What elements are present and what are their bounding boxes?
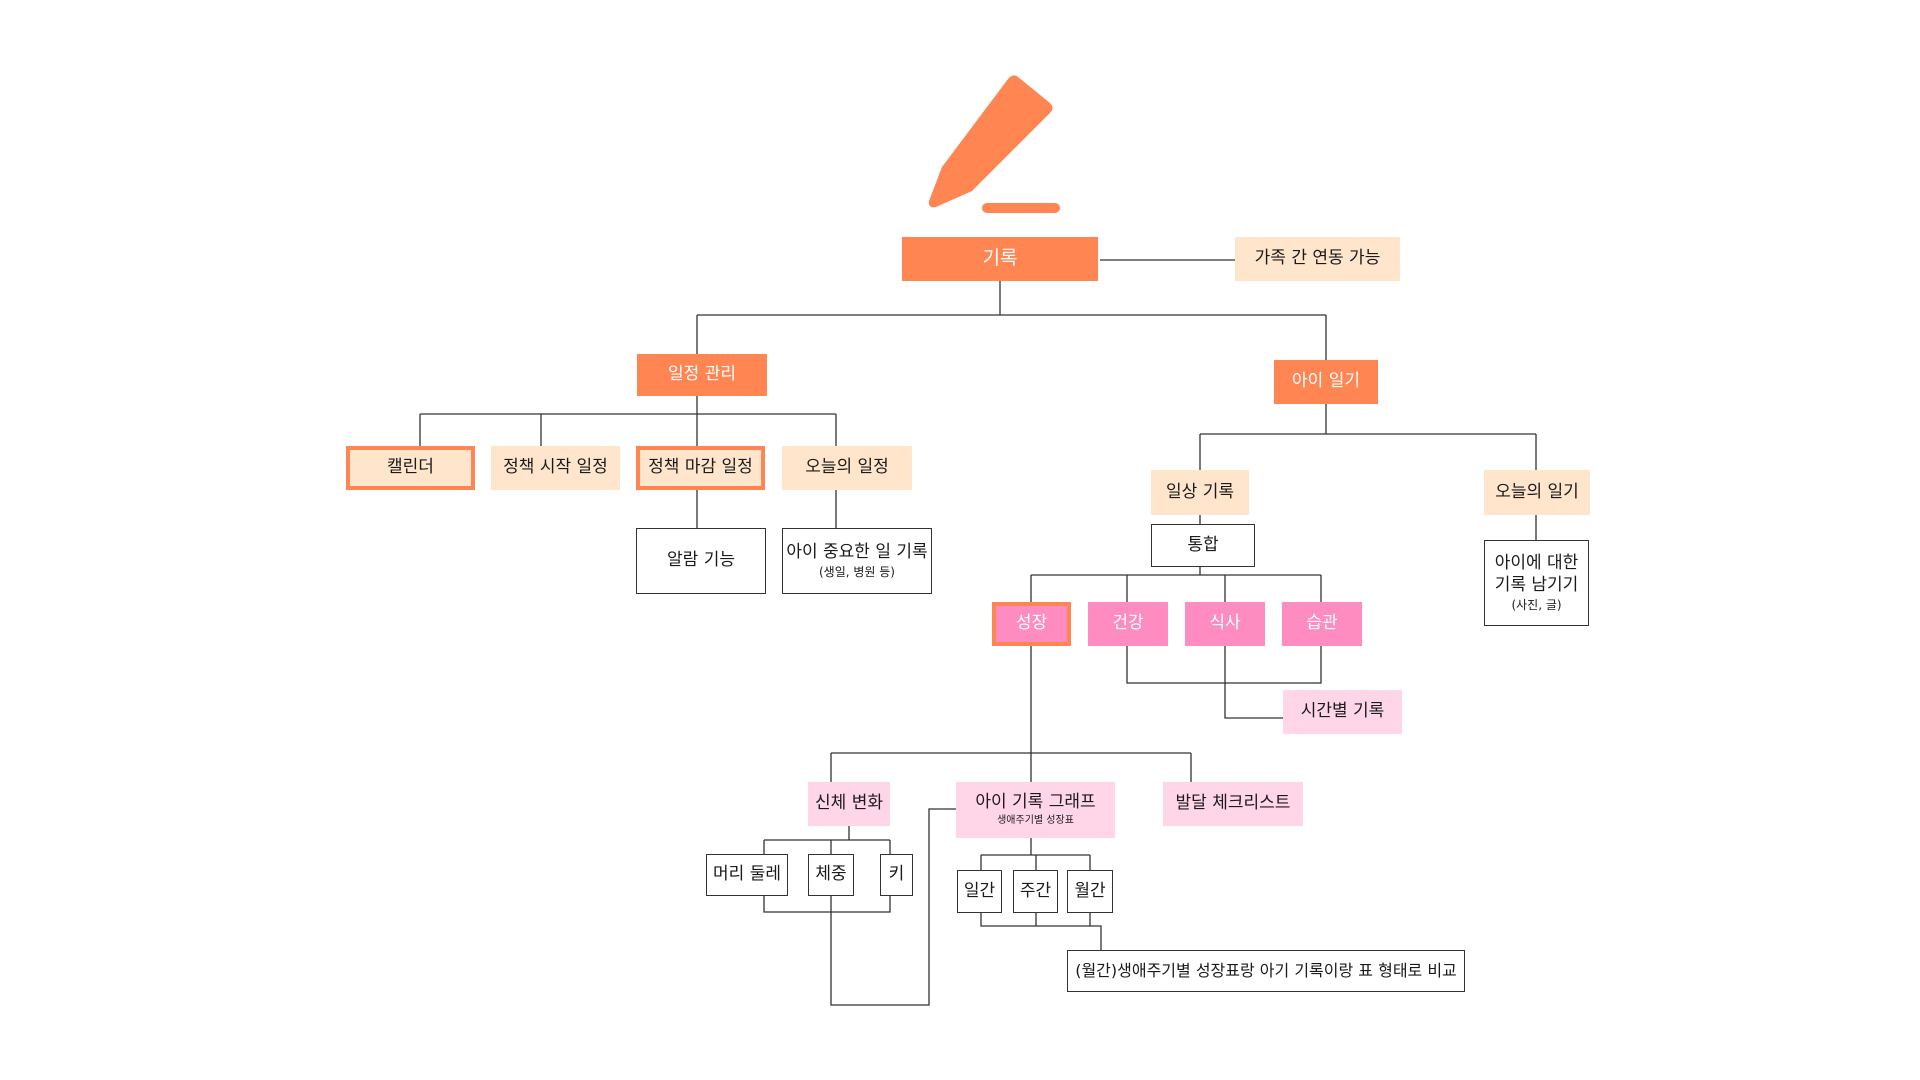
graph-subtitle: 생애주기별 성장표 xyxy=(997,815,1074,827)
root-label: 기록 xyxy=(982,247,1018,270)
head-circumference-label: 머리 둘레 xyxy=(713,864,781,885)
time-record-node[interactable]: 시간별 기록 xyxy=(1283,690,1402,734)
today-schedule-node[interactable]: 오늘의 일정 xyxy=(782,446,912,490)
health-label: 건강 xyxy=(1112,613,1144,634)
daily-node[interactable]: 일간 xyxy=(957,870,1002,913)
health-node[interactable]: 건강 xyxy=(1088,602,1168,646)
about-child-sub: (사진, 글) xyxy=(1511,597,1562,612)
height-label: 키 xyxy=(888,864,905,885)
meal-node[interactable]: 식사 xyxy=(1185,602,1265,646)
important-record-sub: (생일, 병원 등) xyxy=(818,565,895,580)
body-change-label: 신체 변화 xyxy=(815,793,883,814)
diary-label: 아이 일기 xyxy=(1292,371,1360,392)
checklist-label: 발달 체크리스트 xyxy=(1175,793,1291,814)
meal-label: 식사 xyxy=(1209,613,1241,634)
calendar-label: 캘린더 xyxy=(387,457,434,478)
graph-node[interactable]: 아이 기록 그래프 생애주기별 성장표 xyxy=(956,782,1115,838)
graph-title: 아이 기록 그래프 xyxy=(975,792,1096,813)
schedule-node[interactable]: 일정 관리 xyxy=(637,354,767,396)
habit-label: 습관 xyxy=(1306,613,1338,634)
important-record-label: 아이 중요한 일 기록 xyxy=(786,541,928,562)
daily-label: 일간 xyxy=(963,880,996,901)
habit-node[interactable]: 습관 xyxy=(1282,602,1362,646)
weekly-node[interactable]: 주간 xyxy=(1013,870,1058,913)
daily-record-label: 일상 기록 xyxy=(1166,481,1234,502)
policy-deadline-label: 정책 마감 일정 xyxy=(648,457,753,478)
height-node[interactable]: 키 xyxy=(880,854,913,896)
checklist-node[interactable]: 발달 체크리스트 xyxy=(1163,782,1303,826)
body-change-node[interactable]: 신체 변화 xyxy=(808,782,890,826)
diary-node[interactable]: 아이 일기 xyxy=(1274,360,1378,404)
today-schedule-label: 오늘의 일정 xyxy=(805,457,889,478)
integrated-node[interactable]: 통합 xyxy=(1151,524,1255,567)
growth-label: 성장 xyxy=(1015,613,1048,634)
today-diary-node[interactable]: 오늘의 일기 xyxy=(1484,470,1590,515)
policy-deadline-node[interactable]: 정책 마감 일정 xyxy=(636,446,765,490)
family-link-node[interactable]: 가족 간 연동 가능 xyxy=(1235,237,1400,281)
monthly-compare-label: (월간)생애주기별 성장표랑 아기 기록이랑 표 형태로 비교 xyxy=(1075,961,1457,980)
schedule-label: 일정 관리 xyxy=(668,364,736,385)
weekly-label: 주간 xyxy=(1019,880,1052,901)
family-link-label: 가족 간 연동 가능 xyxy=(1254,248,1381,269)
growth-node[interactable]: 성장 xyxy=(992,602,1071,646)
policy-start-label: 정책 시작 일정 xyxy=(503,457,608,478)
weight-node[interactable]: 체중 xyxy=(808,854,854,896)
about-child-node[interactable]: 아이에 대한 기록 남기기 (사진, 글) xyxy=(1484,540,1589,626)
about-child-line2: 기록 남기기 xyxy=(1494,574,1579,595)
alarm-label: 알람 기능 xyxy=(667,550,735,571)
time-record-label: 시간별 기록 xyxy=(1300,701,1385,722)
weight-label: 체중 xyxy=(815,864,847,885)
policy-start-node[interactable]: 정책 시작 일정 xyxy=(491,446,620,490)
root-node[interactable]: 기록 xyxy=(902,237,1098,281)
head-circumference-node[interactable]: 머리 둘레 xyxy=(706,854,788,896)
today-diary-label: 오늘의 일기 xyxy=(1495,481,1579,502)
daily-record-node[interactable]: 일상 기록 xyxy=(1151,470,1249,515)
integrated-label: 통합 xyxy=(1187,534,1219,555)
pencil-icon xyxy=(928,75,1060,213)
about-child-line1: 아이에 대한 xyxy=(1494,553,1579,574)
monthly-label: 월간 xyxy=(1074,880,1106,901)
important-record-node[interactable]: 아이 중요한 일 기록 (생일, 병원 등) xyxy=(782,528,932,594)
monthly-compare-node[interactable]: (월간)생애주기별 성장표랑 아기 기록이랑 표 형태로 비교 xyxy=(1067,950,1465,992)
alarm-node[interactable]: 알람 기능 xyxy=(636,528,766,594)
calendar-node[interactable]: 캘린더 xyxy=(346,446,475,490)
monthly-node[interactable]: 월간 xyxy=(1067,870,1113,913)
